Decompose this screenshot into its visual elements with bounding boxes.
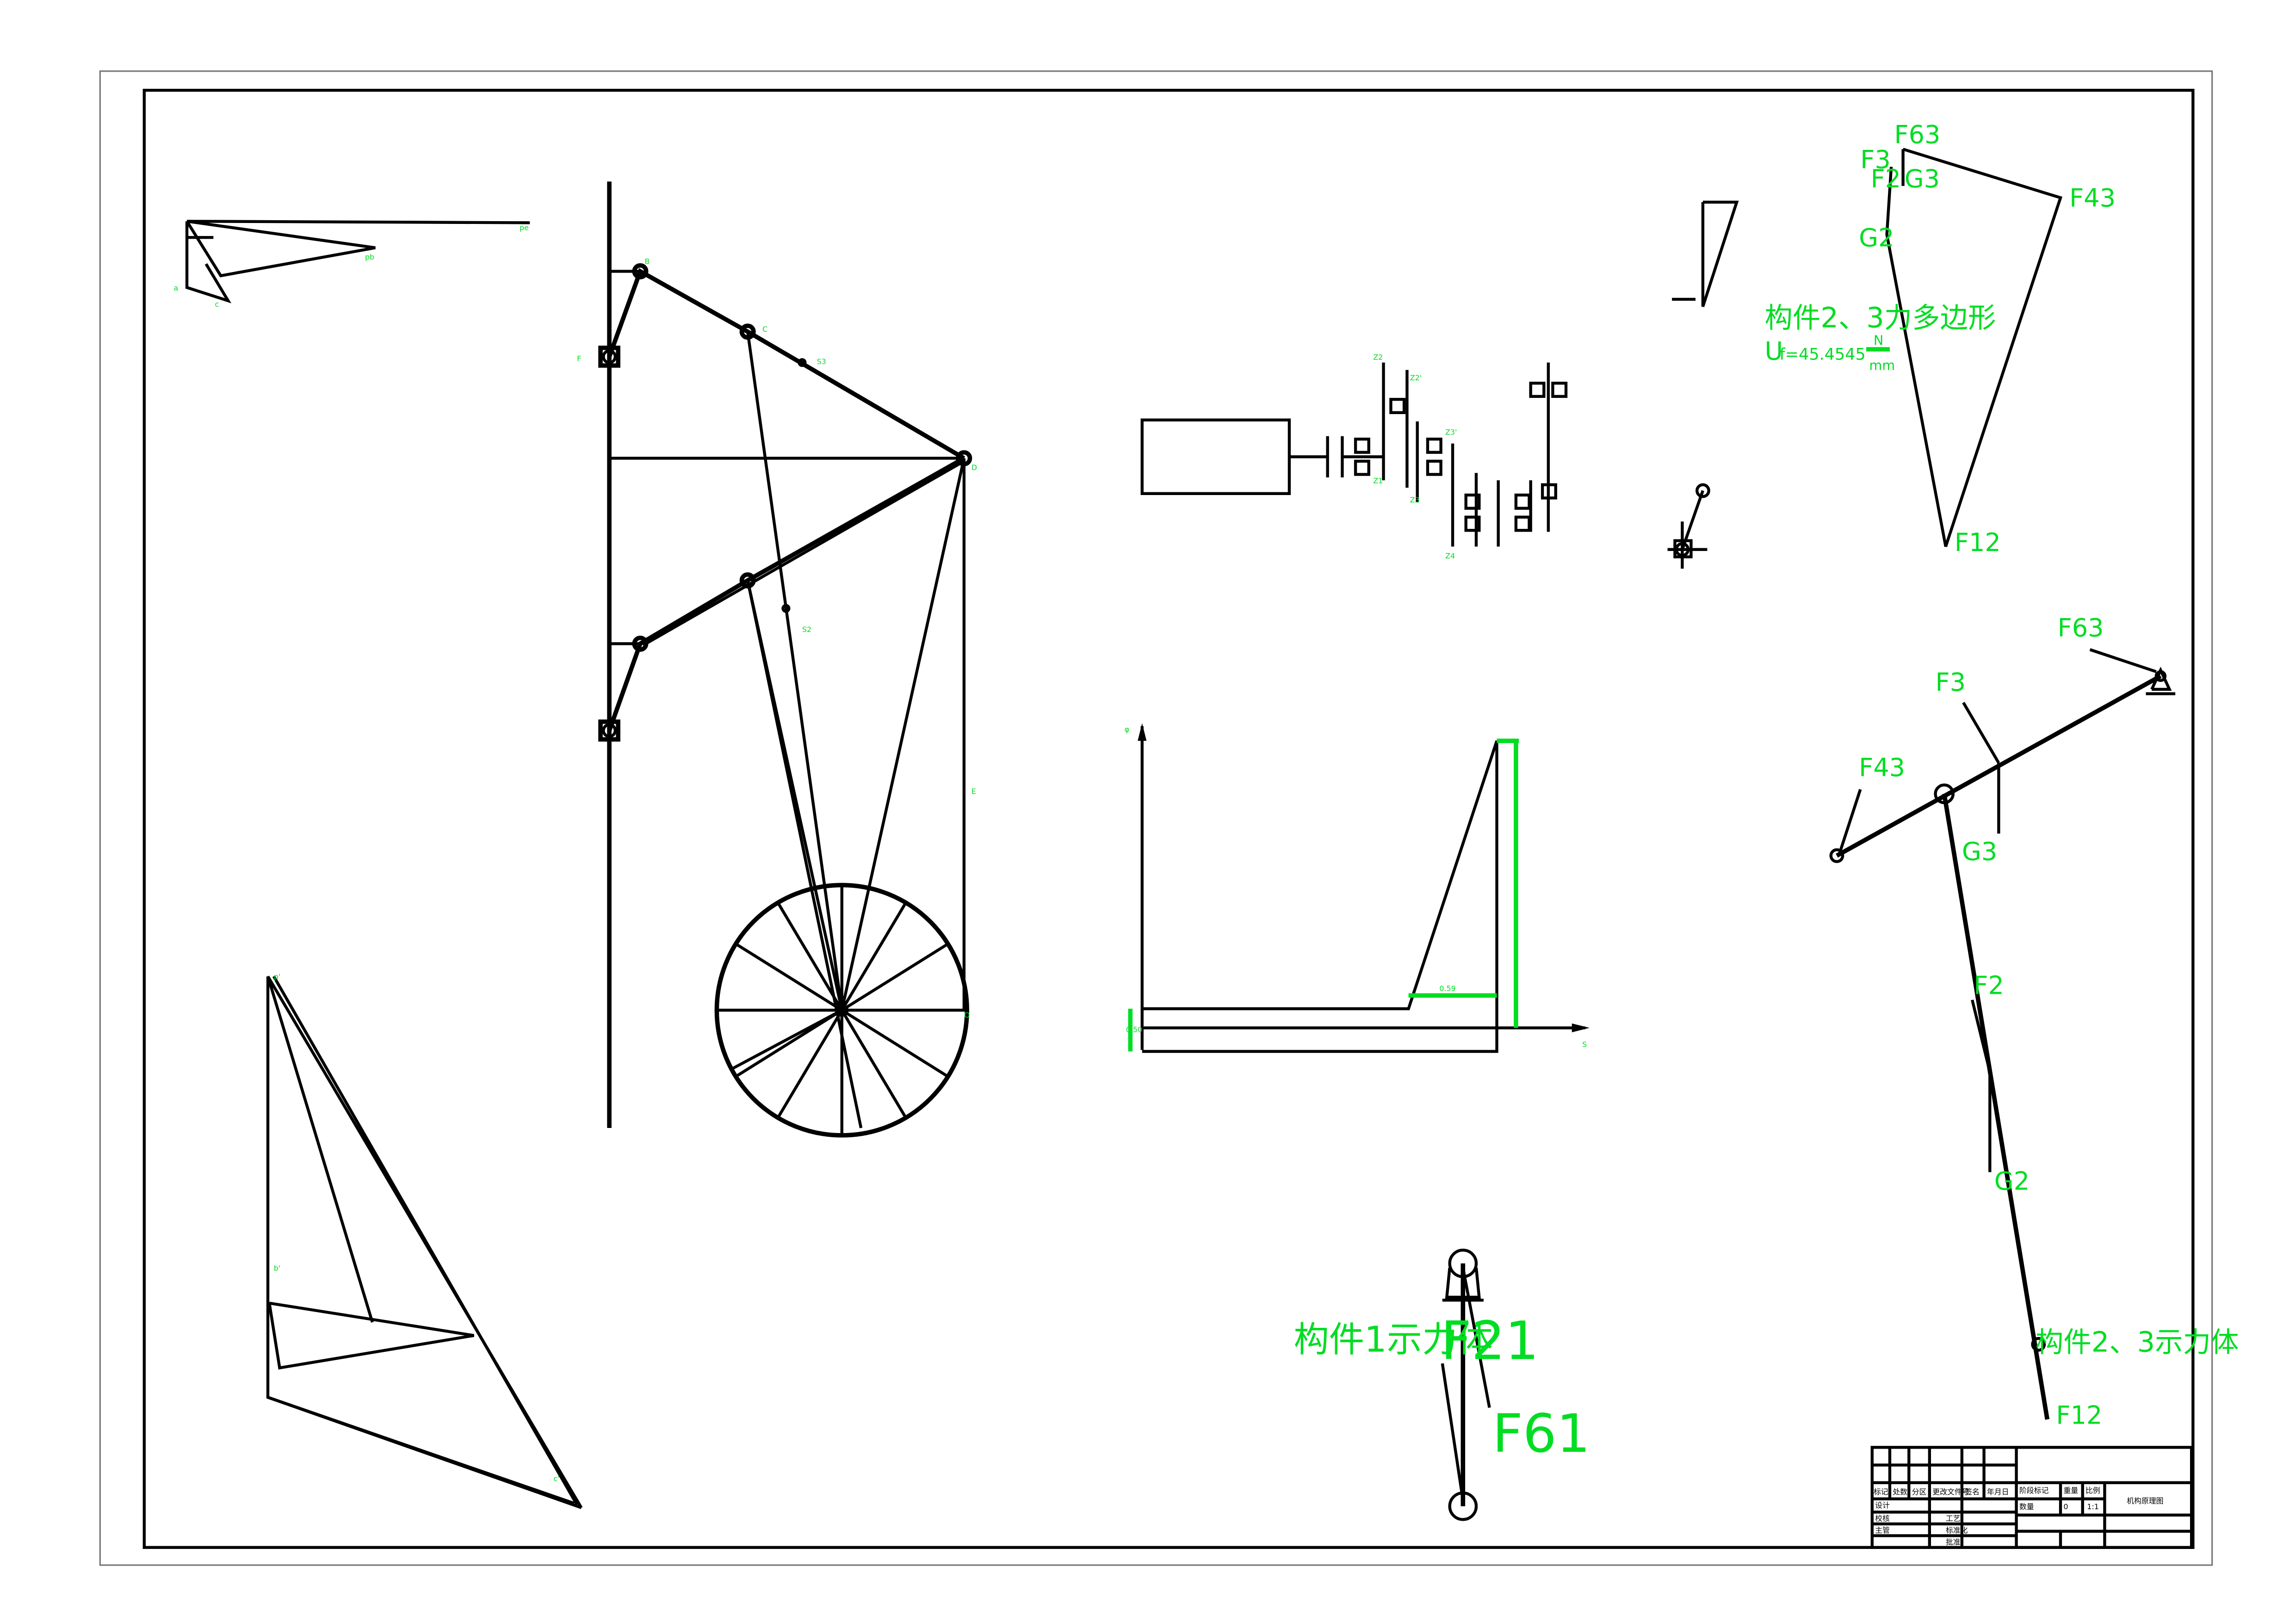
tb-role-master: 主管 — [1875, 1526, 1890, 1535]
fb-label-f63: F63 — [2058, 613, 2104, 642]
force-polygon: F63 F3 F2 G3 F43 G2 F12 构件2、3力多边形 U f=45… — [1765, 120, 2116, 557]
poly-label-f2: F2 — [1871, 164, 1901, 193]
body1-label-f61: F61 — [1492, 1403, 1590, 1465]
tb-role-check: 校核 — [1875, 1514, 1890, 1523]
free-body-links-2-3: F63 F3 F43 G3 F2 G2 构件2、3示力体 F12 — [1829, 613, 2239, 1430]
tb-header-4: 签名 — [1965, 1487, 1980, 1496]
poly-scale-u: U — [1765, 336, 1783, 365]
velocity-polygon: pb pe a c — [173, 220, 530, 309]
poly-label-f3: F3 — [1860, 145, 1891, 174]
tb-role-design: 设计 — [1875, 1501, 1890, 1510]
tb-role-approve: 批准 — [1946, 1537, 1961, 1546]
tb-weight-label: 重量 — [2063, 1486, 2078, 1495]
tb-role-process: 工艺 — [1946, 1514, 1961, 1523]
cam-label-s: S — [1582, 1040, 1587, 1049]
vel-label-pb: pb — [365, 253, 374, 261]
fb-label-f12: F12 — [2056, 1400, 2102, 1430]
cam-displacement-diagram: S φ 0.50 0.59 — [1125, 723, 1590, 1053]
vel-label-pe: pe — [520, 223, 529, 232]
tb-ratio-value: 1:1 — [2087, 1502, 2099, 1511]
poly-title: 构件2、3力多边形 — [1765, 302, 1996, 334]
fb-label-g3: G3 — [1962, 837, 1997, 866]
poly-label-g3: G3 — [1905, 164, 1940, 193]
poly-scale-den: mm — [1869, 358, 1895, 373]
poly-label-f12: F12 — [1955, 528, 2001, 557]
acc-label-p: p' — [274, 973, 280, 981]
gear-label-z2p: Z2' — [1410, 373, 1422, 382]
vel-label-a: a — [173, 284, 178, 292]
tb-drawing-name: 机构原理图 — [2127, 1496, 2163, 1505]
poly-scale-value: f=45.4545 — [1779, 345, 1865, 364]
tb-stage-label: 阶段标记 — [2019, 1486, 2049, 1495]
gear-label-z4: Z4 — [1445, 551, 1455, 560]
poly-label-f63: F63 — [1894, 120, 1940, 149]
tb-header-5: 年月日 — [1987, 1487, 2009, 1496]
gear-label-z3: Z3 — [1410, 496, 1420, 504]
body1-label-f21: F21 — [1441, 1310, 1539, 1372]
mech-label-o: O — [964, 1010, 970, 1019]
poly-scale-num: N — [1874, 332, 1883, 348]
vel-label-c: c — [215, 300, 219, 309]
acc-label-c: c' — [553, 1474, 559, 1483]
inner-frame — [142, 88, 2195, 1549]
outer-border — [99, 70, 2213, 1566]
tb-header-3: 更改文件号 — [1932, 1487, 1969, 1496]
gear-train-diagram: Z2 Z1 Z2' Z3 Z3' Z4 — [1140, 353, 1568, 560]
tb-header-2: 分区 — [1912, 1487, 1927, 1496]
mech-label-b: B — [644, 257, 650, 266]
tb-qty-value: 0 — [2063, 1502, 2068, 1511]
fb-label-f2: F2 — [1974, 971, 2004, 1000]
gear-label-z3p: Z3' — [1445, 428, 1457, 437]
poly-label-f43: F43 — [2069, 183, 2116, 212]
small-detail-crank — [1667, 483, 1710, 569]
gear-label-z1: Z1 — [1373, 477, 1383, 485]
mech-label-s3: S3 — [817, 357, 826, 366]
cam-label-phi: φ — [1125, 725, 1129, 734]
acc-label-b: b' — [274, 1264, 280, 1273]
mech-label-e: E — [972, 787, 976, 796]
cam-label-small1: 0.50 — [1126, 1025, 1142, 1034]
motor-box — [1140, 418, 1291, 495]
poly-label-g2: G2 — [1859, 223, 1894, 252]
tb-header-1: 处数 — [1893, 1487, 1907, 1496]
tb-role-std: 标准化 — [1946, 1526, 1968, 1535]
free-body-link-1: 构件1示力体 F21 F61 — [1293, 1248, 1590, 1521]
small-detail-top — [1672, 200, 1739, 307]
fb-label-g2: G2 — [1994, 1167, 2030, 1196]
mech-label-f: F — [577, 354, 581, 363]
body1-title: 构件1示力体 — [1293, 1319, 1492, 1361]
gear-label-z2: Z2 — [1373, 353, 1383, 361]
tb-ratio-label: 比例 — [2086, 1486, 2100, 1495]
fb-title: 构件2、3示力体 — [2036, 1326, 2239, 1359]
fb-label-f43: F43 — [1859, 753, 1905, 782]
mech-label-s2: S2 — [802, 625, 811, 634]
tb-header-0: 标记 — [1874, 1487, 1888, 1496]
tb-qty-label: 数量 — [2019, 1502, 2034, 1511]
mech-label-c: C — [762, 325, 767, 334]
title-block: 标记 处数 分区 更改文件号 签名 年月日 设计 校核 主管 工艺 标准化 批准… — [1870, 1446, 2193, 1549]
fb-label-f3: F3 — [1936, 668, 1966, 697]
cam-label-small2: 0.59 — [1439, 984, 1455, 993]
acceleration-polygon: p' b' c' — [266, 973, 583, 1509]
mech-label-d: D — [972, 463, 977, 472]
mechanism-diagram: B C D F S3 S2 E O — [577, 181, 977, 1138]
